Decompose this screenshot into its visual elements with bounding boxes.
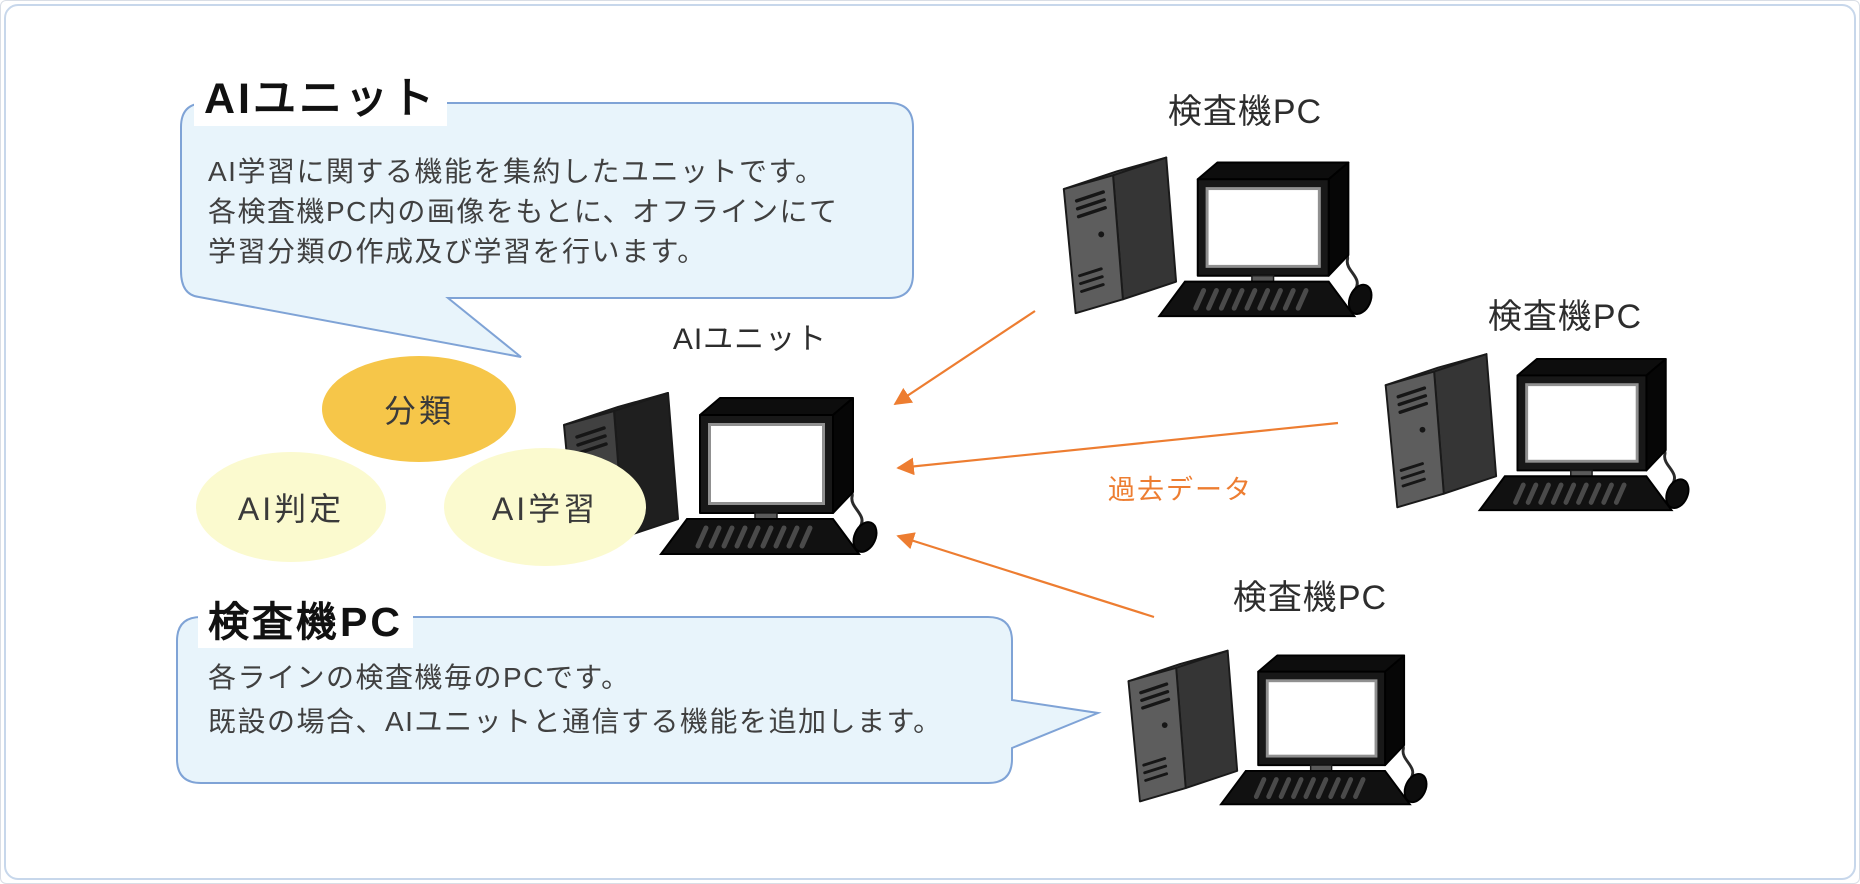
inspection-pc-top-icon — [1050, 130, 1375, 322]
function-bubble-ai-judgment: AI判定 — [196, 452, 386, 562]
inspection-pc-callout-line-1: 各ラインの検査機毎のPCです。 — [208, 662, 631, 693]
inspection-pc-middle-label: 検査機PC — [1487, 298, 1643, 336]
arrow-from-top-pc — [893, 310, 1036, 405]
function-bubble-label: AI学習 — [491, 491, 599, 527]
inspection-pc-callout-bubble — [176, 616, 1102, 784]
ai-unit-node-label: AIユニット — [672, 323, 828, 356]
ai-unit-callout-bubble — [180, 102, 914, 358]
ai-unit-callout-line-3: 学習分類の作成及び学習を行います。 — [208, 236, 707, 267]
arrow-from-middle-pc — [896, 421, 1339, 476]
inspection-pc-callout-title: 検査機PC — [198, 588, 413, 648]
past-data-flow-label: 過去データ — [1108, 475, 1253, 505]
function-bubble-ai-learning: AI学習 — [444, 448, 646, 566]
ai-unit-callout-title: AIユニット — [194, 64, 447, 126]
inspection-pc-bottom-label: 検査機PC — [1232, 579, 1388, 617]
inspection-pc-top-label: 検査機PC — [1167, 93, 1323, 131]
function-bubble-classification: 分類 — [322, 356, 516, 462]
arrow-from-bottom-pc — [896, 532, 1155, 619]
inspection-pc-middle-icon — [1372, 327, 1692, 516]
ai-unit-callout-line-1: AI学習に関する機能を集約したユニットです。 — [208, 156, 825, 187]
inspection-pc-callout-line-2: 既設の場合、AIユニットと通信する機能を追加します。 — [208, 706, 943, 737]
ai-unit-callout-line-2: 各検査機PC内の画像をもとに、オフラインにて — [208, 196, 839, 227]
inspection-pc-bottom-icon — [1115, 624, 1430, 810]
function-bubble-label: AI判定 — [237, 491, 345, 527]
function-bubble-label: 分類 — [383, 393, 454, 429]
